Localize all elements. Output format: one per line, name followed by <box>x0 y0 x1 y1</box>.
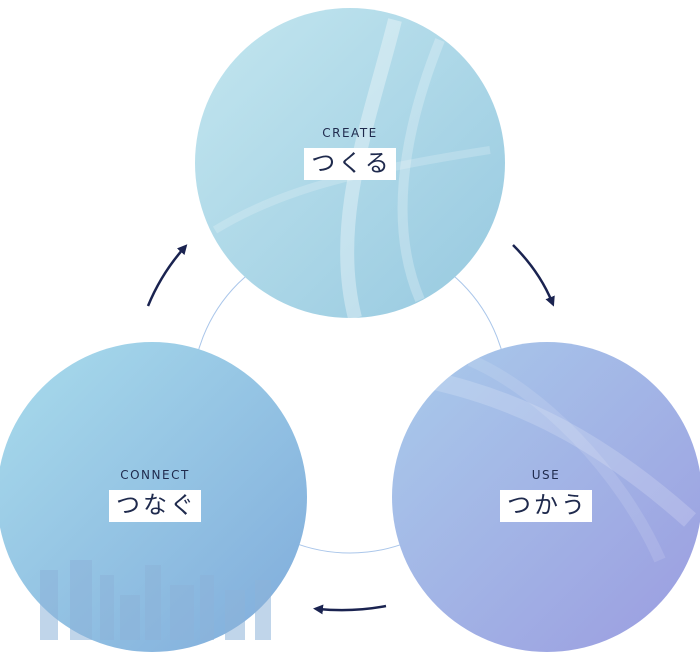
use-node-label: USE つかう <box>396 468 696 522</box>
create-node-title-jp: つくる <box>304 148 396 180</box>
arrow-create-to-use <box>512 244 555 307</box>
connect-node-title-jp: つなぐ <box>109 490 201 522</box>
use-node-title-jp: つかう <box>500 490 592 522</box>
arrow-use-to-connect <box>313 604 387 615</box>
create-node-title-en: CREATE <box>322 126 378 140</box>
connect-node-title-en: CONNECT <box>120 468 190 482</box>
use-node-title-en: USE <box>531 468 561 482</box>
create-node-label: CREATE つくる <box>200 126 500 180</box>
arrow-connect-to-create <box>146 244 188 307</box>
connect-node-label: CONNECT つなぐ <box>5 468 305 522</box>
